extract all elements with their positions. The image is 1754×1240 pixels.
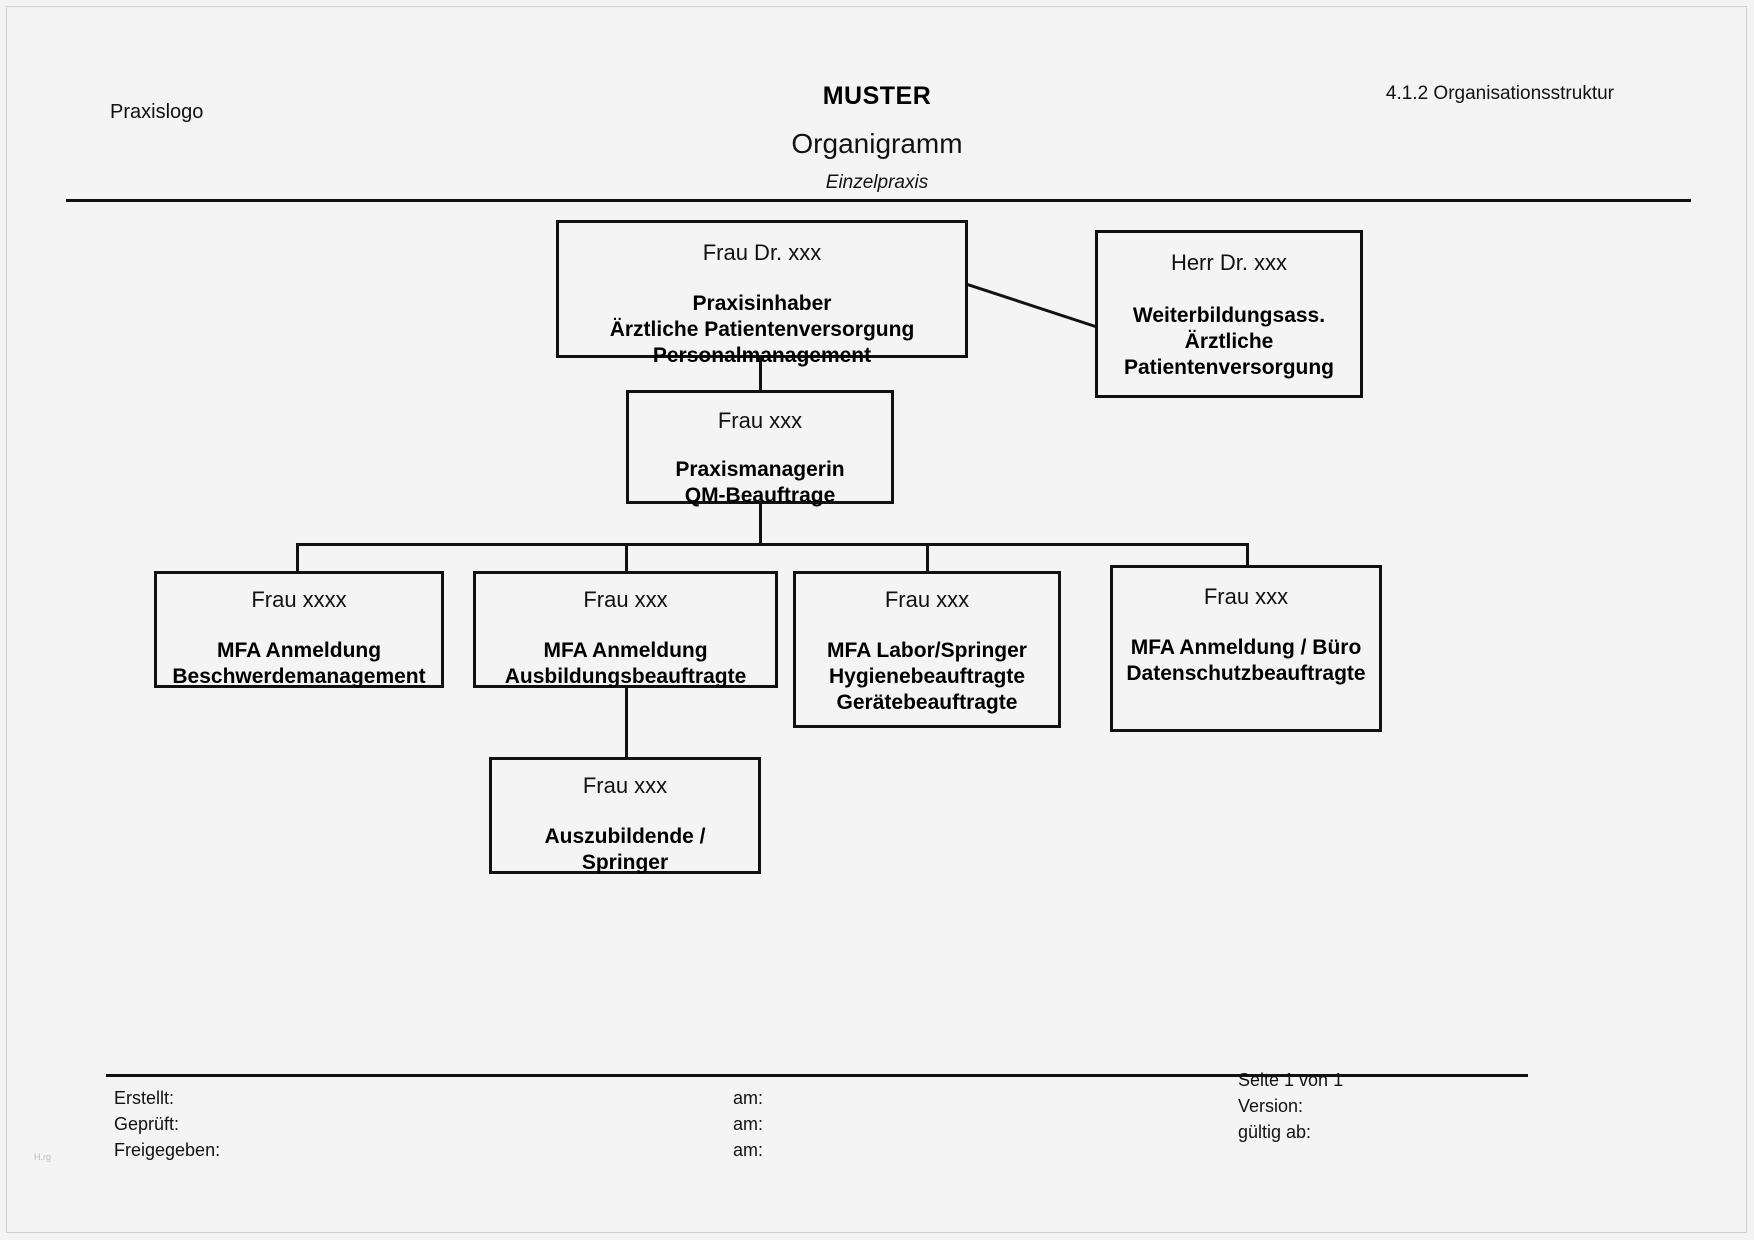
footer-label-erstellt: Erstellt: [114,1088,175,1108]
footer-divider [106,1074,1528,1077]
node-role-line: Ärztliche Patientenversorgung [609,317,915,341]
footer-label-am-erstellt: am: [733,1088,764,1108]
node-auszubildende-springer[interactable]: Frau xxx Auszubildende / Springer [489,757,761,874]
node-role-line: MFA Anmeldung / Büro [1130,636,1362,660]
footer-label-geprueft: Geprüft: [114,1114,180,1134]
node-role-line: Weiterbildungsass. [1132,304,1326,328]
node-role-line: Praxismanagerin [675,458,845,482]
header-divider [66,199,1691,202]
connector-mfa2-to-auszubildende [625,688,628,760]
corner-watermark: H.rg [34,1152,52,1162]
node-person: Frau xxx [1203,584,1289,609]
node-mfa-anmeldung-ausbildungsbeauftragte[interactable]: Frau xxx MFA Anmeldung Ausbildungsbeauft… [473,571,778,688]
node-mfa-anmeldung-buero[interactable]: Frau xxx MFA Anmeldung / Büro Datenschut… [1110,565,1382,732]
node-person: Frau xxx [583,587,668,612]
node-role-line: Gerätebeauftragte [836,690,1018,714]
node-person: Frau xxxx [251,587,347,612]
node-role-line: Beschwerdemanagement [172,664,426,688]
connector-bus-to-mfa-1 [296,543,299,572]
node-role-line: Springer [581,850,669,874]
node-role-line: QM-Beauftrage [684,483,836,507]
connector-bus-to-mfa-4 [1246,543,1249,572]
node-role-line: MFA Anmeldung [216,639,382,663]
node-weiterbildungsassistent[interactable]: Herr Dr. xxx Weiterbildungsass. Ärztlich… [1095,230,1363,398]
connector-manager-drop [759,504,762,545]
node-person: Herr Dr. xxx [1170,250,1288,275]
connector-mfa-bus [296,543,1249,546]
node-person: Frau xxx [717,408,803,433]
footer-date-labels: am: am: am: [733,1085,763,1163]
node-role-line: MFA Labor/Springer [827,639,1027,663]
node-role-line: Patientenversorgung [1123,355,1335,379]
node-praxismanagerin[interactable]: Frau xxx Praxismanagerin QM-Beauftrage [626,390,894,507]
node-role-line: MFA Anmeldung [543,639,708,663]
document-code: 4.1.2 Organisationsstruktur [1385,83,1614,104]
node-person: Frau xxx [884,587,970,612]
footer-meta: Seite 1 von 1 Version: gültig ab: [1238,1067,1343,1145]
footer-label-gueltig-ab: gültig ab: [1238,1122,1312,1142]
connector-inhaber-to-manager [759,358,762,391]
node-person: Frau Dr. xxx [702,240,822,265]
page-subtitle: Einzelpraxis [825,172,929,193]
node-praxisinhaber[interactable]: Frau Dr. xxx Praxisinhaber Ärztliche Pat… [556,220,968,367]
footer-label-am-freigegeben: am: [733,1140,764,1160]
node-role-line: Auszubildende / [544,825,706,849]
node-role-line: Praxisinhaber [692,292,832,316]
praxislogo-placeholder: Praxislogo [110,101,204,123]
node-role-line: Ärztliche [1184,329,1274,353]
node-mfa-labor-springer[interactable]: Frau xxx MFA Labor/Springer Hygienebeauf… [793,571,1061,728]
footer-label-am-geprueft: am: [733,1114,764,1134]
node-role-line: Hygienebeauftragte [828,664,1026,688]
node-person: Frau xxx [582,773,668,798]
node-role-line: Ausbildungsbeauftragte [504,664,747,688]
muster-stamp: MUSTER [822,82,932,110]
node-role-line: Datenschutzbeauftragte [1126,661,1366,685]
footer-label-freigegeben: Freigegeben: [114,1140,221,1160]
footer-divider-right [1238,1074,1528,1077]
connector-bus-to-mfa-2 [625,543,628,572]
page-title: Organigramm [791,128,963,159]
footer-page-number: Seite 1 von 1 [1238,1070,1344,1090]
footer-label-version: Version: [1238,1096,1304,1116]
connector-inhaber-to-assistant [963,281,1098,329]
footer-approval-labels: Erstellt: Geprüft: Freigegeben: [114,1085,220,1163]
connector-bus-to-mfa-3 [926,543,929,572]
node-role-line: Personalmanagement [652,343,872,367]
node-mfa-anmeldung-beschwerdemanagement[interactable]: Frau xxxx MFA Anmeldung Beschwerdemanage… [154,571,444,688]
